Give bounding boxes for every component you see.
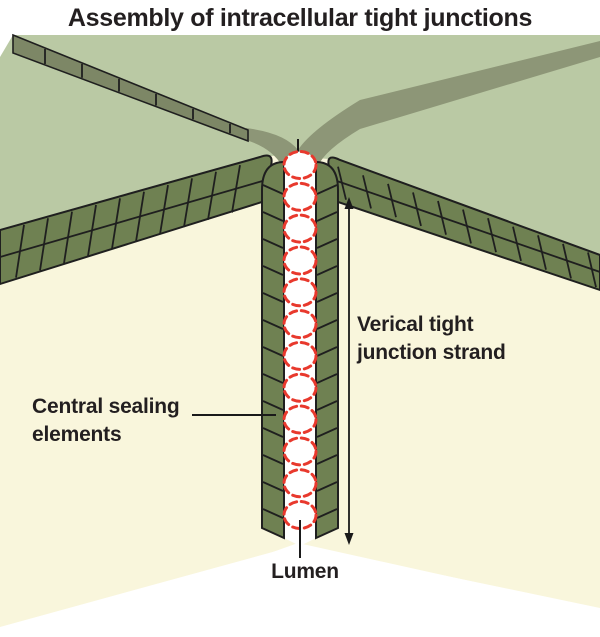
arrow-head-down-icon [344, 533, 354, 545]
label-central-sealing-line2: elements [32, 423, 121, 446]
vertical-strand-measure-arrow [344, 197, 354, 545]
vertical-strand-right-dividers [316, 184, 338, 519]
sealing-element-ring [282, 468, 318, 499]
vertical-strand-left-dividers [262, 184, 284, 519]
lower-background [0, 545, 600, 637]
horizontal-strand [12, 33, 249, 143]
label-central-sealing-line1: Central sealing [32, 395, 180, 418]
arrow-head-up-icon [344, 197, 354, 209]
label-vertical-strand-line1: Verical tight [357, 313, 474, 336]
sealing-element-ring [282, 181, 318, 212]
sealing-element-ring [282, 213, 318, 244]
sealing-element-ring [282, 245, 318, 276]
sealing-element-ring [282, 436, 318, 467]
sealing-element-ring [282, 340, 318, 371]
sealing-element-ring [282, 150, 318, 180]
junction-groove [246, 41, 600, 166]
wall-strand-right-dividers [337, 166, 597, 288]
horizontal-strand-dividers [44, 48, 231, 134]
sealing-element-ring [282, 372, 318, 403]
sealing-elements [282, 150, 318, 530]
vertical-strand-left [261, 160, 285, 540]
sealing-element-ring [282, 309, 318, 340]
figure-title: Assembly of intracellular tight junction… [68, 4, 532, 32]
label-vertical-strand-line2: junction strand [356, 341, 506, 364]
left-cell-wall [0, 145, 300, 637]
wall-strand-left-dividers [15, 164, 241, 278]
label-lumen: Lumen [271, 560, 339, 583]
sealing-element-ring [282, 277, 318, 308]
sealing-element-ring [282, 404, 318, 435]
vertical-strand-right [315, 160, 339, 540]
